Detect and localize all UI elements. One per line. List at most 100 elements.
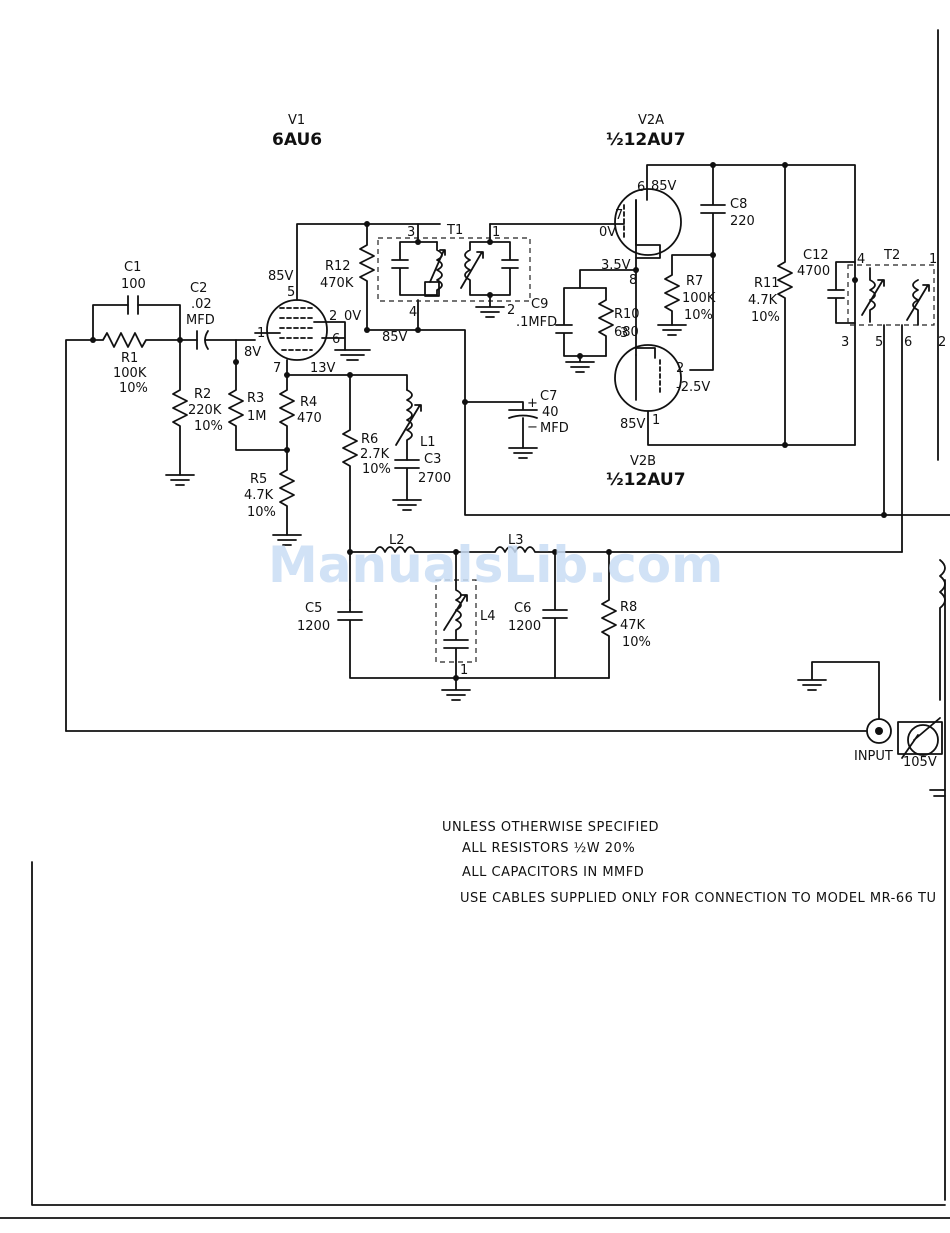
output-stage <box>777 164 935 553</box>
c7-minus: − <box>527 420 538 435</box>
v2a-load <box>657 164 726 371</box>
l4-pin1: 1 <box>460 663 468 678</box>
t1-ref: T1 <box>446 223 463 238</box>
r3-value: 1M <box>247 409 267 424</box>
r1-ref: R1 <box>121 351 138 366</box>
c6-value: 1200 <box>508 619 541 634</box>
t1-pin1: 1 <box>492 225 500 240</box>
c1-ref: C1 <box>124 260 141 275</box>
r3-ref: R3 <box>247 391 264 406</box>
l1-ref: L1 <box>420 435 436 450</box>
c3-value: 2700 <box>418 471 451 486</box>
note-line-4: USE CABLES SUPPLIED ONLY FOR CONNECTION … <box>460 891 936 906</box>
note-line-3: ALL CAPACITORS IN MMFD <box>462 865 644 880</box>
t2-pin2: 2 <box>938 335 946 350</box>
v2b-pin2: 2 <box>676 361 684 376</box>
t2-pin6: 6 <box>904 335 912 350</box>
c8-value: 220 <box>730 214 755 229</box>
c12-value: 4700 <box>797 264 830 279</box>
v1-cathode-voltage: 13V <box>310 361 336 376</box>
v2b-tube <box>614 344 856 448</box>
c7-value: 40 <box>542 405 559 420</box>
r7-value: 100K <box>682 291 716 306</box>
r8-tol: 10% <box>622 635 651 650</box>
c12-ref: C12 <box>803 248 829 263</box>
power-label: 105V <box>903 755 937 770</box>
r4-ref: R4 <box>300 395 317 410</box>
v1-plate-voltage: 85V <box>268 269 294 284</box>
v2a-pin8: 8 <box>629 273 637 288</box>
c7-unit: MFD <box>540 421 569 436</box>
note-line-2: ALL RESISTORS ½W 20% <box>462 841 635 856</box>
c7-ref: C7 <box>540 389 557 404</box>
c2-ref: C2 <box>190 281 207 296</box>
v2a-pin6: 6 <box>637 180 645 195</box>
v1-pin5: 5 <box>287 285 295 300</box>
v1-g3-voltage: 0V <box>344 309 361 324</box>
filter-network <box>337 546 903 701</box>
r2-tol: 10% <box>194 419 223 434</box>
t2-pin4: 4 <box>857 252 865 267</box>
r11-ref: R11 <box>754 276 780 291</box>
v2a-tube <box>489 162 856 446</box>
r11-tol: 10% <box>751 310 780 325</box>
t1-transformer <box>377 223 531 318</box>
r8-ref: R8 <box>620 600 637 615</box>
r2-value: 220K <box>188 403 222 418</box>
c1-value: 100 <box>121 277 146 292</box>
v1-tube <box>254 223 441 376</box>
v2a-type: ½12AU7 <box>606 130 686 150</box>
t1-pin3: 3 <box>407 225 415 240</box>
page-frame <box>0 29 950 1219</box>
t2-ref: T2 <box>883 248 900 263</box>
r12-ref: R12 <box>325 259 351 274</box>
r1-tol: 10% <box>119 381 148 396</box>
r6-value: 2.7K <box>360 447 390 462</box>
v1-pin6: 6 <box>332 332 340 347</box>
t1-pin2: 2 <box>507 303 515 318</box>
r5-ref: R5 <box>250 472 267 487</box>
r10-ref: R10 <box>614 307 640 322</box>
v2b-type: ½12AU7 <box>606 470 686 490</box>
jacks <box>65 559 946 797</box>
r10-value: 680 <box>614 325 639 340</box>
r12-value: 470K <box>320 276 354 291</box>
v1-pin7: 7 <box>273 361 281 376</box>
l4-ref: L4 <box>480 609 496 624</box>
r7-ref: R7 <box>686 274 703 289</box>
r6-ref: R6 <box>361 432 378 447</box>
cathode-network <box>272 372 422 601</box>
r7-tol: 10% <box>684 308 713 323</box>
r1-value: 100K <box>113 366 147 381</box>
l3-ref: L3 <box>508 533 524 548</box>
c2-value: .02 <box>191 297 212 312</box>
t2-pin1: 1 <box>929 252 937 267</box>
v1-type: 6AU6 <box>272 130 322 150</box>
v2b-pin1: 1 <box>652 413 660 428</box>
v1-screen-voltage: 85V <box>382 330 408 345</box>
r2-ref: R2 <box>194 387 211 402</box>
c3-ref: C3 <box>424 452 441 467</box>
v2b-plate-voltage: 85V <box>620 417 646 432</box>
r11-value: 4.7K <box>748 293 778 308</box>
c9-value: .1MFD <box>516 315 557 330</box>
v2a-ref: V2A <box>638 113 664 128</box>
v1-pin2: 2 <box>329 309 337 324</box>
c5-value: 1200 <box>297 619 330 634</box>
notes-block: UNLESS OTHERWISE SPECIFIED ALL RESISTORS… <box>442 820 936 906</box>
c7-plus: + <box>527 396 538 411</box>
c2-unit: MFD <box>186 313 215 328</box>
v1-grid-voltage: 8V <box>244 345 261 360</box>
r4-value: 470 <box>297 411 322 426</box>
c5-ref: C5 <box>305 601 322 616</box>
v2a-plate-voltage: 85V <box>651 179 677 194</box>
v2b-grid-voltage: -2.5V <box>676 380 710 395</box>
t2-pin5: 5 <box>875 335 883 350</box>
v1-ref: V1 <box>288 113 305 128</box>
l2-ref: L2 <box>389 533 405 548</box>
note-line-1: UNLESS OTHERWISE SPECIFIED <box>442 820 659 835</box>
c9-ref: C9 <box>531 297 548 312</box>
t2-pin3: 3 <box>841 335 849 350</box>
v2b-ref: V2B <box>630 454 656 469</box>
